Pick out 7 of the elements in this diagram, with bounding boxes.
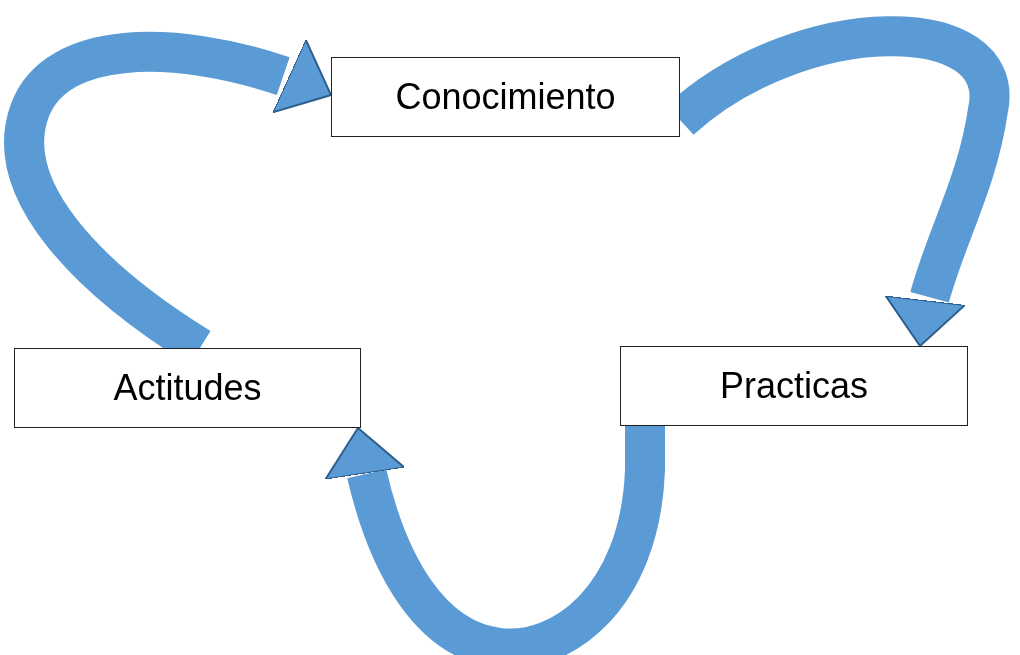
- concept-box: [620, 346, 968, 426]
- concept-box: [14, 348, 361, 428]
- concept-label: Actitudes: [113, 367, 262, 409]
- concept-label: Conocimiento: [395, 76, 616, 118]
- curved-arrow: [325, 424, 665, 655]
- concept-label: Practicas: [719, 365, 868, 407]
- concept-box: [331, 57, 680, 137]
